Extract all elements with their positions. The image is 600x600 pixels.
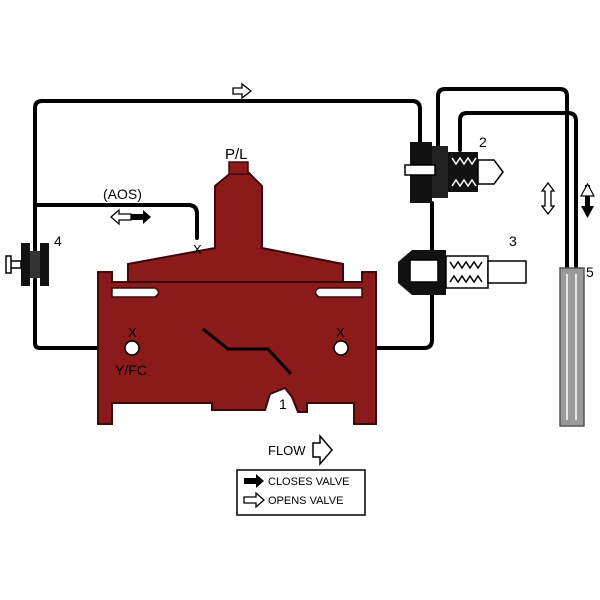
legend: CLOSES VALVE OPENS VALVE xyxy=(236,469,366,516)
label-num-4: 4 xyxy=(54,233,62,249)
label-num-2: 2 xyxy=(479,134,487,150)
component-4-control xyxy=(5,243,49,286)
component-5-tube xyxy=(559,267,585,427)
pilot-2-tee xyxy=(404,164,436,176)
main-valve xyxy=(97,161,377,425)
valve-stem-top xyxy=(228,161,249,175)
vertical-close-arrow-top xyxy=(579,182,596,197)
flow-arrow xyxy=(312,433,333,467)
vertical-open-arrow xyxy=(540,181,556,216)
pilot-2-adjuster xyxy=(477,159,504,185)
label-port-top: X xyxy=(193,242,202,257)
legend-closes-arrow xyxy=(244,474,264,488)
label-yfc: Y/FC xyxy=(115,362,147,378)
legend-closes-label: CLOSES VALVE xyxy=(268,476,350,488)
label-port-right: X xyxy=(336,325,345,340)
label-port-left: X xyxy=(128,325,137,340)
pipe-aos-branch xyxy=(33,203,199,240)
pilot-3-spring xyxy=(449,260,483,284)
pilot-3-window xyxy=(409,259,439,283)
label-num-3: 3 xyxy=(509,233,517,249)
label-num-5: 5 xyxy=(586,264,594,280)
direction-arrows xyxy=(110,82,596,467)
control-4-left-plate xyxy=(21,243,30,286)
pilot-3-bonnet xyxy=(445,255,489,289)
pilot-piping xyxy=(33,87,578,350)
diagram-labels: P/L (AOS) X X X Y/FC 1 2 3 4 5 FLOW xyxy=(54,134,594,458)
pilot-3-adjuster xyxy=(487,260,527,284)
component-3-pilot xyxy=(398,250,527,295)
pipe-sensing-line xyxy=(436,87,569,270)
label-pl: P/L xyxy=(225,146,248,163)
port-outlet xyxy=(333,340,349,356)
valve-flange-left-notch xyxy=(111,287,160,298)
legend-opens-arrow xyxy=(243,491,265,509)
pipe-pilot-to-outlet xyxy=(343,201,434,350)
aos-double-arrow xyxy=(110,208,132,226)
component-2-pilot xyxy=(404,142,504,203)
legend-opens-label: OPENS VALVE xyxy=(268,495,343,507)
label-aos: (AOS) xyxy=(103,186,142,202)
tube-5-body xyxy=(559,267,585,427)
aos-double-arrow-black xyxy=(131,210,151,224)
pipe-sensing-line-2 xyxy=(458,111,578,270)
vertical-close-arrow xyxy=(581,185,594,218)
label-flow: FLOW xyxy=(268,443,306,458)
control-4-right-plate xyxy=(40,243,49,286)
control-4-center xyxy=(30,251,40,278)
valve-flange-right-notch xyxy=(314,287,363,298)
valve-body xyxy=(97,171,377,425)
valve-disc-line xyxy=(202,327,293,376)
port-inlet xyxy=(124,340,140,356)
pilot-2-spring xyxy=(451,156,477,188)
pipe-top-loop xyxy=(33,99,422,350)
label-num-1: 1 xyxy=(279,396,287,412)
pilot-2-block-mid xyxy=(432,146,448,198)
open-arrow-top xyxy=(232,82,253,100)
control-4-knob-cap xyxy=(5,255,12,274)
